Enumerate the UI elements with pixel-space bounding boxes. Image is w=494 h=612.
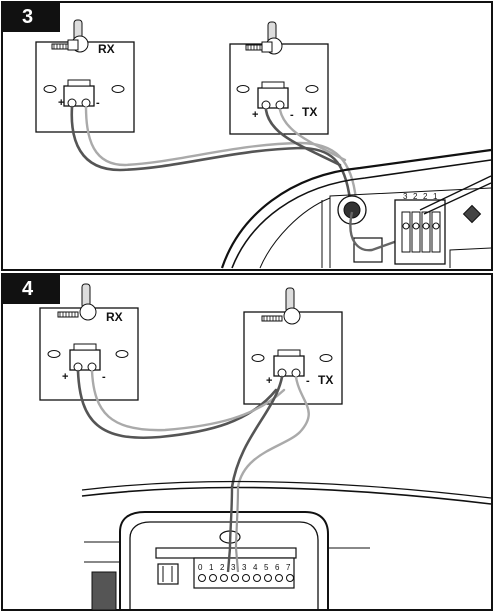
rx-board: + - [39, 283, 139, 401]
step-3-diagram: + - RX + - TX [35, 19, 492, 269]
terminal-label-5: 5 [264, 563, 269, 572]
rx-plus-label: + [58, 97, 64, 109]
panel-border [1, 273, 493, 611]
rx-board: + - [35, 19, 135, 133]
tx-label: TX [318, 373, 333, 387]
step-3-panel: 3 + - RX [0, 0, 494, 272]
terminal-label-2: 2 [220, 563, 225, 572]
rx-minus-label: - [102, 371, 106, 383]
terminal-label-4: 4 [253, 563, 258, 572]
terminal-label-3: 2 [423, 192, 428, 201]
rx-plus-label: + [62, 371, 68, 383]
terminal-label-2: 2 [413, 192, 418, 201]
terminal-label-4: 1 [433, 192, 438, 201]
terminal-label-6: 6 [275, 563, 280, 572]
terminal-label-1: 1 [209, 563, 214, 572]
controller-housing [81, 481, 492, 611]
step-4-panel: 4 + - RX [0, 272, 494, 612]
tx-board: + - [243, 287, 343, 405]
terminal-label-0: 0 [198, 563, 203, 572]
wires [76, 369, 310, 489]
terminal-label-3: 3 [231, 563, 236, 572]
tx-label: TX [302, 105, 317, 119]
controller-housing [220, 148, 492, 269]
step-number: 4 [2, 274, 60, 304]
step-4-diagram: + - RX + - TX [39, 283, 492, 611]
tx-plus-label: + [252, 109, 258, 121]
terminal-label-3b: 3 [242, 563, 247, 572]
tx-minus-label: - [306, 375, 310, 387]
tx-plus-label: + [266, 375, 272, 387]
step-number: 3 [2, 2, 60, 32]
tx-minus-label: - [290, 109, 294, 121]
rx-label: RX [106, 310, 123, 324]
tx-board: + - [229, 21, 329, 135]
rx-label: RX [98, 42, 115, 56]
wires [70, 105, 358, 202]
terminal-label-1: 3 [403, 192, 408, 201]
terminal-label-7: 7 [286, 563, 291, 572]
rx-minus-label: - [96, 97, 100, 109]
panel-border [1, 1, 493, 271]
